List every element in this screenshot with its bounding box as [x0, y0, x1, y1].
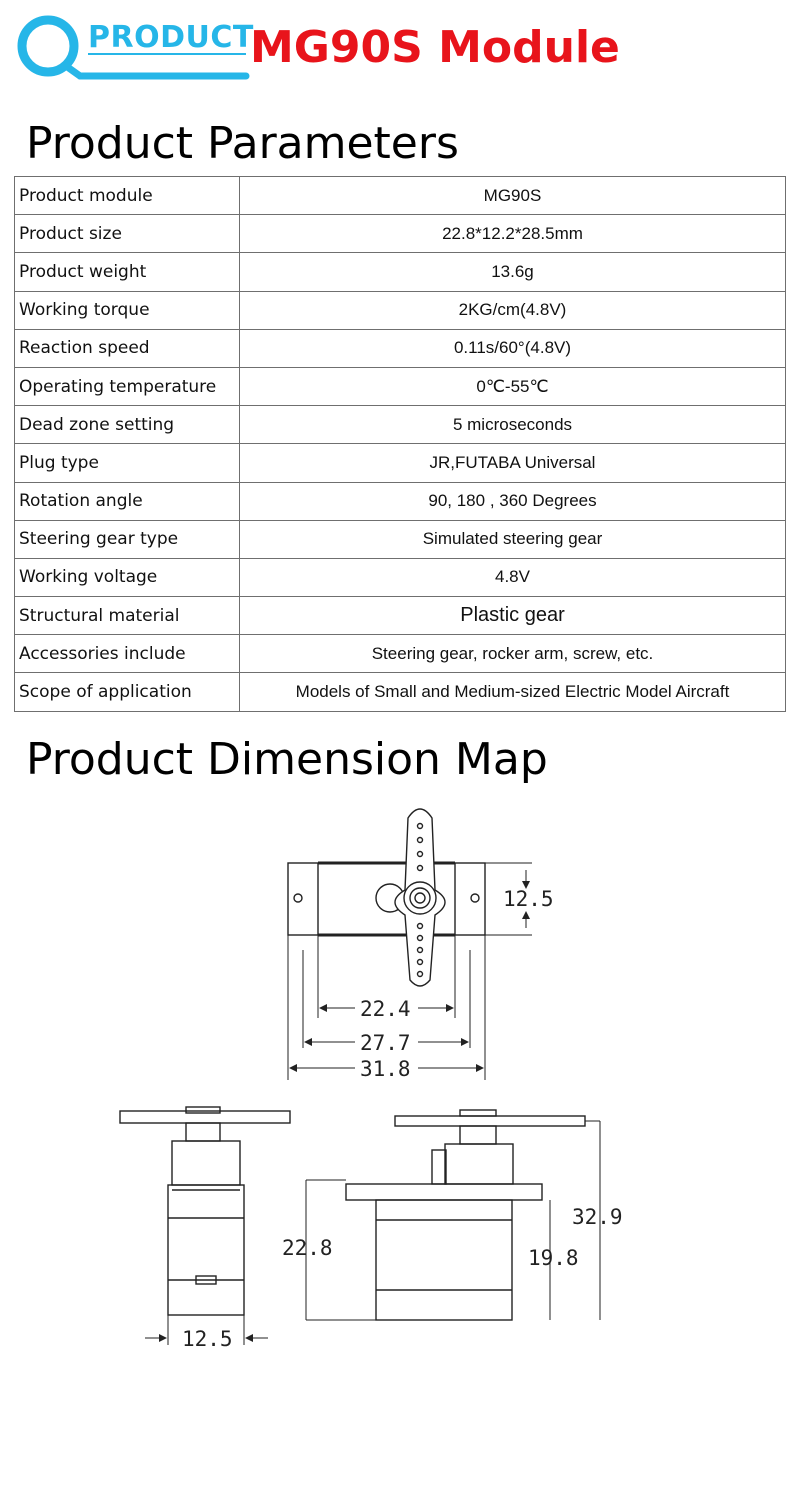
param-value: 0.11s/60°(4.8V) — [239, 328, 786, 368]
dim-inner-width: 22.4 — [360, 997, 411, 1021]
dim-mid-width: 27.7 — [360, 1031, 411, 1055]
param-value: 90, 180 , 360 Degrees — [239, 481, 786, 521]
param-value: MG90S — [239, 175, 786, 216]
param-key: Working voltage — [14, 557, 240, 598]
side-view — [119, 1106, 291, 1345]
param-value: 13.6g — [239, 252, 786, 292]
param-value: 5 microseconds — [239, 405, 786, 445]
param-key: Steering gear type — [14, 519, 240, 559]
dim-side-width: 12.5 — [182, 1327, 233, 1351]
logo-text: PRODUCT — [88, 20, 254, 55]
top-view — [287, 808, 532, 1080]
param-value: 22.8*12.2*28.5mm — [239, 214, 786, 254]
page-title: MG90S Module — [250, 22, 620, 73]
param-key: Working torque — [14, 290, 240, 330]
param-value: 4.8V — [239, 557, 786, 598]
params-heading: Product Parameters — [26, 118, 459, 169]
param-value: 2KG/cm(4.8V) — [239, 290, 786, 330]
param-key: Product weight — [14, 252, 240, 292]
param-key: Dead zone setting — [14, 405, 240, 445]
param-key: Plug type — [14, 443, 240, 483]
header: PRODUCT MG90S Module — [0, 0, 800, 100]
param-value: Models of Small and Medium-sized Electri… — [239, 672, 786, 712]
param-value: JR,FUTABA Universal — [239, 443, 786, 483]
param-value: Steering gear, rocker arm, screw, etc. — [239, 634, 786, 674]
param-key: Rotation angle — [14, 481, 240, 521]
param-key: Accessories include — [14, 634, 240, 674]
param-value: Simulated steering gear — [239, 519, 786, 559]
product-logo — [17, 15, 250, 80]
front-view — [305, 1109, 601, 1321]
param-value: 0℃-55℃ — [239, 366, 786, 407]
dimension-drawing: 12.5 22.4 27.7 31.8 12.5 32.9 22.8 19.8 — [119, 808, 623, 1351]
dim-top-height: 12.5 — [503, 887, 554, 911]
param-key: Scope of application — [14, 672, 240, 712]
dim-body-height: 22.8 — [282, 1236, 333, 1260]
dim-total-height: 32.9 — [572, 1205, 623, 1229]
param-key: Structural material — [14, 596, 240, 636]
param-key: Product size — [14, 214, 240, 254]
param-key: Product module — [14, 175, 240, 216]
param-value: Plastic gear — [239, 596, 786, 636]
param-key: Reaction speed — [14, 328, 240, 368]
dim-outer-width: 31.8 — [360, 1057, 411, 1081]
param-key: Operating temperature — [14, 366, 240, 407]
dim-case-height: 19.8 — [528, 1246, 579, 1270]
dimension-heading: Product Dimension Map — [26, 734, 548, 785]
